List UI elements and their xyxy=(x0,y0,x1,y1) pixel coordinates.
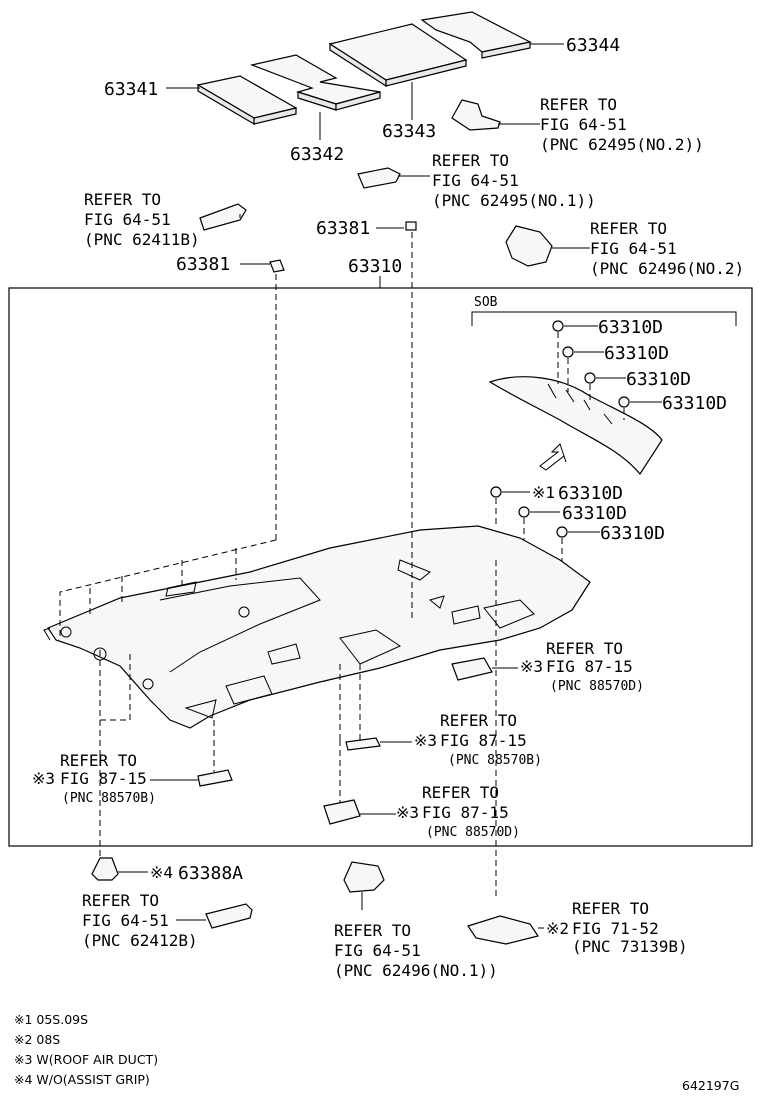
ref-fig: FIG 71-52 xyxy=(572,919,659,938)
sob-detail-headliner xyxy=(488,376,663,476)
clip-63381-right xyxy=(405,221,417,231)
note-mark-3: ※3 xyxy=(32,769,55,788)
part-number-63310d: 63310D xyxy=(600,523,665,544)
ref-pnc: (PNC 88570D) xyxy=(426,825,520,840)
ref-pnc: (PNC 62496(NO.2) xyxy=(590,259,744,278)
figure-id: 642197G xyxy=(682,1078,739,1093)
assist-grip-62496-no2 xyxy=(505,225,553,267)
ref-label: REFER TO xyxy=(540,95,617,114)
part-number-63310d: 63310D xyxy=(626,369,691,390)
footnote: ※4 W/O(ASSIST GRIP) xyxy=(14,1072,150,1087)
ref-fig: FIG 87-15 xyxy=(440,731,527,750)
assist-grip-62411b xyxy=(199,203,247,231)
roof-air-duct-register-88570d-right xyxy=(451,657,493,681)
headliner-assembly-frame xyxy=(8,287,753,847)
note-mark-3: ※3 xyxy=(520,657,543,676)
sob-label: SOB xyxy=(474,295,498,310)
part-number-63310d: 63310D xyxy=(558,483,623,504)
ref-label: REFER TO xyxy=(84,190,161,209)
ref-pnc: (PNC 62495(NO.2)) xyxy=(540,135,704,154)
roof-air-duct-register-88570b-left xyxy=(197,769,233,787)
ref-pnc: (PNC 73139B) xyxy=(572,937,688,956)
roof-air-duct-register-88570d-bottom xyxy=(323,799,361,825)
ref-label: REFER TO xyxy=(82,891,159,910)
ref-pnc: (PNC 62495(NO.1)) xyxy=(432,191,596,210)
part-number-63388a: 63388A xyxy=(178,863,243,884)
assist-grip-62495-no2 xyxy=(451,99,501,131)
ref-pnc: (PNC 88570D) xyxy=(550,679,644,694)
part-number-63310d: 63310D xyxy=(662,393,727,414)
silencer-pad-63344 xyxy=(420,11,532,59)
silencer-pad-63342 xyxy=(249,54,381,111)
part-number-63344: 63344 xyxy=(566,35,620,56)
silencer-pad-63343 xyxy=(328,23,468,88)
roof-air-duct-register-88570b-center xyxy=(345,737,381,751)
clip-63388a xyxy=(91,857,119,881)
part-number-63310: 63310 xyxy=(348,256,402,277)
ref-fig: FIG 64-51 xyxy=(590,239,677,258)
clip-63310d-main xyxy=(490,486,568,538)
ref-pnc: (PNC 88570B) xyxy=(62,791,156,806)
ref-fig: FIG 87-15 xyxy=(422,803,509,822)
part-number-63381: 63381 xyxy=(316,218,370,239)
footnote: ※2 08S xyxy=(14,1032,60,1047)
ref-label: REFER TO xyxy=(334,921,411,940)
assist-grip-62496-no1 xyxy=(343,861,385,893)
assist-grip-62495-no1 xyxy=(357,167,401,189)
direction-arrow-icon xyxy=(539,443,567,471)
ref-label: REFER TO xyxy=(546,639,623,658)
ref-label: REFER TO xyxy=(432,151,509,170)
roof-console-73139b xyxy=(467,915,539,945)
ref-pnc: (PNC 62411B) xyxy=(84,230,200,249)
part-number-63341: 63341 xyxy=(104,79,158,100)
ref-fig: FIG 64-51 xyxy=(82,911,169,930)
ref-label: REFER TO xyxy=(590,219,667,238)
part-number-63310d: 63310D xyxy=(604,343,669,364)
ref-pnc: (PNC 62412B) xyxy=(82,931,198,950)
assist-grip-62412b xyxy=(205,903,253,929)
ref-fig: FIG 87-15 xyxy=(60,769,147,788)
ref-fig: FIG 64-51 xyxy=(540,115,627,134)
note-mark-3: ※3 xyxy=(414,731,437,750)
silencer-pad-63341 xyxy=(196,75,298,126)
ref-pnc: (PNC 62496(NO.1)) xyxy=(334,961,498,980)
note-mark-4: ※4 xyxy=(150,863,173,882)
note-mark-3: ※3 xyxy=(396,803,419,822)
note-mark-2: ※2 xyxy=(546,919,569,938)
note-mark-1: ※1 xyxy=(532,483,555,502)
footnote: ※1 05S.09S xyxy=(14,1012,88,1027)
ref-label: REFER TO xyxy=(422,783,499,802)
ref-fig: FIG 64-51 xyxy=(432,171,519,190)
ref-fig: FIG 64-51 xyxy=(84,210,171,229)
clip-63381-left xyxy=(269,259,285,273)
ref-fig: FIG 87-15 xyxy=(546,657,633,676)
clip-63310d-sob xyxy=(552,320,630,408)
ref-label: REFER TO xyxy=(572,899,649,918)
part-number-63381: 63381 xyxy=(176,254,230,275)
footnote: ※3 W(ROOF AIR DUCT) xyxy=(14,1052,158,1067)
part-number-63310d: 63310D xyxy=(562,503,627,524)
ref-pnc: (PNC 88570B) xyxy=(448,753,542,768)
ref-label: REFER TO xyxy=(60,751,137,770)
roof-headliner-63310 xyxy=(43,525,591,729)
part-number-63310d: 63310D xyxy=(598,317,663,338)
ref-label: REFER TO xyxy=(440,711,517,730)
part-number-63343: 63343 xyxy=(382,121,436,142)
part-number-63342: 63342 xyxy=(290,144,344,165)
ref-fig: FIG 64-51 xyxy=(334,941,421,960)
